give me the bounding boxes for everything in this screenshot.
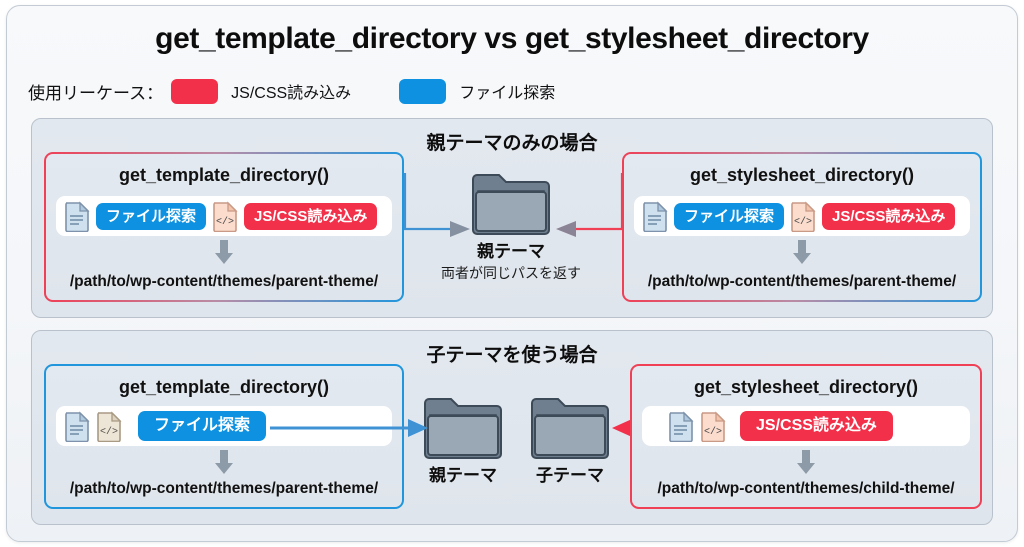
folder-child-theme-label: 子テーマ — [536, 466, 604, 485]
document-icon — [64, 410, 90, 442]
card-get-stylesheet-directory-parent[interactable]: get_stylesheet_directory() ファイル探索 </> JS… — [622, 152, 982, 302]
tag-file-search: ファイル探索 — [96, 202, 207, 230]
svg-text:</>: </> — [216, 216, 234, 228]
legend-blue-swatch — [399, 78, 447, 104]
legend: 使用リーケース： JS/CSS読み込み ファイル探索 — [28, 77, 555, 105]
card-usecase-strip: </> ファイル探索 — [56, 406, 392, 446]
card-usecase-strip: ファイル探索 </> JS/CSS読み込み — [634, 196, 970, 236]
code-file-icon: </> — [790, 200, 816, 232]
document-icon — [668, 410, 694, 442]
card-get-template-directory-child[interactable]: get_template_directory() </> ファイル探索 /pat… — [44, 364, 404, 509]
panel-child-theme: 子テーマを使う場合 get_template_directory() </> フ… — [31, 330, 993, 525]
svg-text:</>: </> — [100, 426, 118, 438]
legend-label: 使用リーケース： — [28, 83, 164, 103]
document-icon — [642, 200, 668, 232]
tag-file-search: ファイル探索 — [138, 411, 267, 441]
code-file-icon-muted: </> — [96, 410, 122, 442]
folder-parent-theme-label: 親テーマ — [477, 242, 545, 261]
card-path: /path/to/wp-content/themes/parent-theme/ — [69, 273, 379, 290]
page-title: get_template_directory vs get_stylesheet… — [155, 22, 869, 55]
svg-text:</>: </> — [794, 216, 812, 228]
tag-file-search: ファイル探索 — [674, 202, 785, 230]
card-usecase-strip: </> JS/CSS読み込み — [642, 406, 970, 446]
card-usecase-strip: ファイル探索 </> JS/CSS読み込み — [56, 196, 392, 236]
card-function-name: get_template_directory() — [118, 165, 330, 185]
card-path: /path/to/wp-content/themes/child-theme/ — [657, 480, 955, 497]
code-file-icon: </> — [212, 200, 238, 232]
down-arrow-icon — [213, 240, 235, 264]
card-function-name: get_stylesheet_directory() — [689, 165, 915, 185]
tag-js-css-load: JS/CSS読み込み — [244, 202, 378, 230]
code-file-icon: </> — [700, 410, 726, 442]
down-arrow-icon — [795, 450, 817, 474]
card-path: /path/to/wp-content/themes/parent-theme/ — [647, 273, 957, 290]
svg-text:</>: </> — [704, 426, 722, 438]
folder-parent-theme — [470, 169, 552, 235]
down-arrow-icon — [791, 240, 813, 264]
card-path: /path/to/wp-content/themes/parent-theme/ — [69, 480, 379, 497]
folder-parent-theme-sub: 両者が同じパスを返す — [441, 265, 581, 281]
card-function-name: get_stylesheet_directory() — [693, 377, 919, 397]
folder-parent-theme — [422, 393, 504, 459]
legend-blue-text: ファイル探索 — [459, 85, 556, 102]
card-function-name: get_template_directory() — [118, 377, 330, 397]
folder-child-theme — [529, 393, 611, 459]
panel-parent-only: 親テーマのみの場合 get_template_directory() ファイル探… — [31, 118, 993, 318]
document-icon — [64, 200, 90, 232]
legend-red-swatch — [171, 78, 219, 104]
down-arrow-icon — [213, 450, 235, 474]
folder-parent-theme-label: 親テーマ — [429, 466, 497, 485]
panel-parent-title: 親テーマのみの場合 — [426, 133, 598, 154]
tag-js-css-load: JS/CSS読み込み — [822, 202, 956, 230]
card-get-stylesheet-directory-child[interactable]: get_stylesheet_directory() </> JS/CSS読み込… — [630, 364, 982, 509]
card-get-template-directory-parent[interactable]: get_template_directory() ファイル探索 </> JS/C… — [44, 152, 404, 302]
panel-child-title: 子テーマを使う場合 — [426, 345, 598, 366]
tag-js-css-load: JS/CSS読み込み — [740, 411, 893, 441]
legend-red-text: JS/CSS読み込み — [231, 85, 352, 102]
